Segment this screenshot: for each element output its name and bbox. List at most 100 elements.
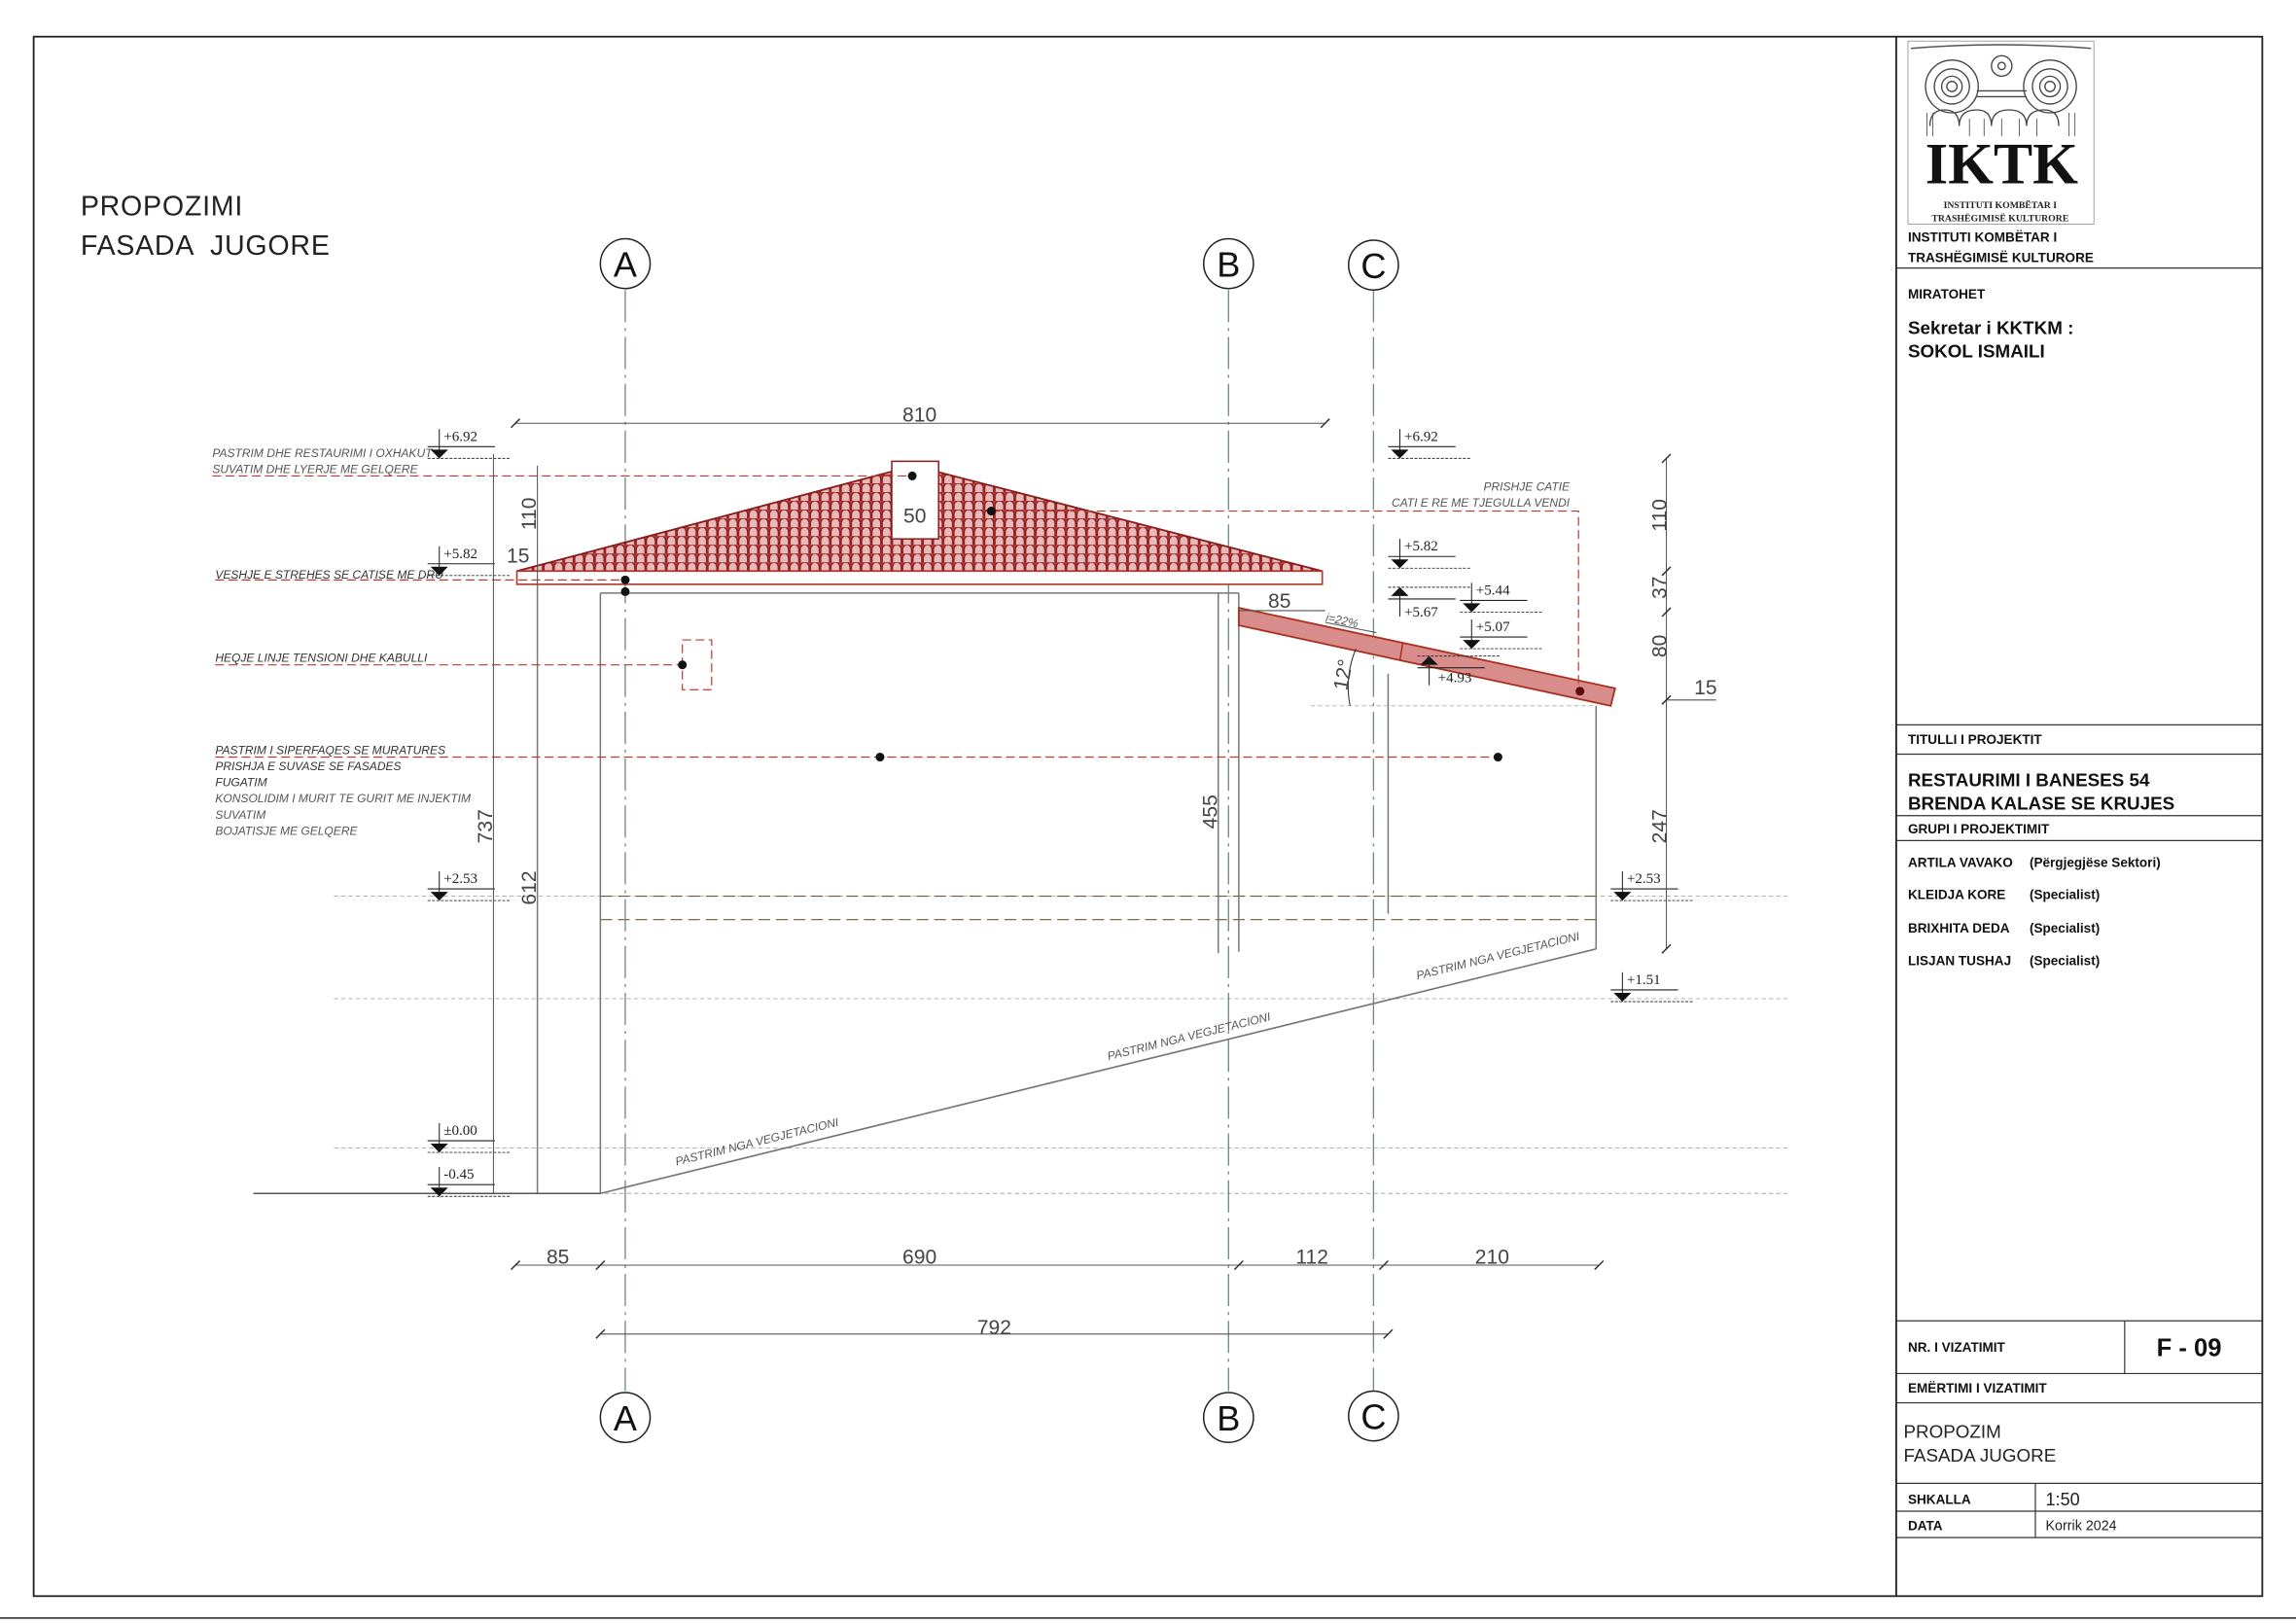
date-value: Korrik 2024 [2046,1519,2117,1535]
drawing-name-2: FASADA JUGORE [1903,1445,2056,1465]
institute-name-2: TRASHËGIMISË KULTURORE [1908,251,2094,265]
approved-label: MIRATOHET [1908,287,1986,301]
note-cable: HEQJE LINJE TENSIONI DHE KABULLI [215,652,428,665]
team-member-role: (Përgjegjëse Sektori) [2030,855,2161,869]
title-block: IKTK INSTITUTI KOMBËTAR I TRASHËGIMISË K… [1895,36,2263,1597]
axis-bubble-b-bottom: B [1202,1392,1254,1443]
institute-name-1: INSTITUTI KOMBËTAR I [1908,230,2057,245]
level-marker: +2.53 [426,870,511,901]
reference-lines [253,705,1790,1194]
dim-37-right: 37 [1649,576,1672,598]
note-roof-1: PRISHJE CATIE [1483,479,1571,493]
dimension-lines [492,422,1716,1335]
svg-text:B: B [1217,1398,1240,1438]
level-marker: +6.92 [426,428,511,460]
svg-text:A: A [614,1398,638,1438]
dim-angle: 12° [1330,657,1358,691]
dimension-ticks [510,418,1672,1339]
team-member-name: ARTILA VAVAKO [1908,855,2013,869]
axis-bubble-a-bottom: A [599,1392,652,1443]
note-wall-2: PRISHJA E SUVASE SE FASADES [215,759,401,773]
drawing-number: F - 09 [2157,1334,2222,1361]
note-wall-3: FUGATIM [215,776,267,790]
level-marker: +1.51 [1609,971,1694,1003]
dim-15-left: 15 [507,545,529,567]
axis-bubble-a-top: A [599,237,652,290]
svg-text:+6.92: +6.92 [443,429,477,444]
svg-text:A: A [614,245,638,285]
team-label: GRUPI I PROJEKTIMIT [1908,822,2050,836]
level-marker: +4.93 [1416,654,1501,687]
dim-247-right: 247 [1649,809,1672,843]
svg-text:+5.67: +5.67 [1404,605,1438,620]
dim-110-right: 110 [1649,499,1672,532]
team-member-name: BRIXHITA DEDA [1908,921,2010,936]
slope-arrow [1325,621,1377,634]
dim-810: 810 [902,405,936,427]
drawing-number-label: NR. I VIZATIMIT [1908,1340,2006,1355]
level-marker: -0.45 [426,1166,511,1198]
svg-text:+1.51: +1.51 [1627,972,1661,988]
dim-slope: i=22% [1325,611,1360,631]
level-marker: +6.92 [1387,428,1471,460]
svg-text:C: C [1360,1397,1386,1437]
svg-text:+5.82: +5.82 [443,547,477,562]
shed-roof-joint [1398,642,1404,661]
team-member-role: (Specialist) [2030,921,2100,936]
axis-bubble-c-top: C [1348,239,1399,291]
dim-85-shed: 85 [1268,590,1290,613]
note-roof-2: CATI E RE ME TJEGULLA VENDI [1392,496,1571,510]
dim-80-right: 80 [1649,635,1672,657]
project-title-1: RESTAURIMI I BANESES 54 [1908,770,2150,791]
svg-text:±0.00: ±0.00 [443,1123,477,1139]
svg-text:+6.92: +6.92 [1404,429,1438,444]
ground-profile [600,947,1597,1195]
level-marker: +5.67 [1387,586,1471,620]
shed-roof [1237,606,1616,707]
dim-bottom-85: 85 [547,1247,569,1269]
axis-bubble-c-bottom: C [1348,1390,1399,1442]
note-wall-4: KONSOLIDIM I MURIT TE GURIT ME INJEKTIM [215,792,472,805]
project-title-2: BRENDA KALASE SE KRUJES [1908,794,2174,814]
dim-737: 737 [475,809,497,843]
drawing-name-label: EMËRTIMI I VIZATIMIT [1908,1381,2047,1395]
angle-arc [1347,648,1357,706]
drawing-title-line2: FASADA JUGORE [81,230,331,262]
svg-text:+2.53: +2.53 [1627,871,1661,887]
dim-bottom-112: 112 [1295,1247,1328,1269]
svg-text:+5.44: +5.44 [1476,583,1510,598]
level-marker: ±0.00 [426,1122,511,1153]
grid-axis-lines [624,290,1375,1392]
project-title-label: TITULLI I PROJEKTIT [1908,732,2042,747]
scale-label: SHKALLA [1908,1492,1971,1506]
note-chimney-1: PASTRIM DHE RESTAURIMI I OXHAKUT [212,446,434,460]
svg-text:+2.53: +2.53 [443,871,477,887]
dim-15-right: 15 [1694,677,1716,699]
dim-bottom-792: 792 [977,1317,1011,1339]
svg-text:B: B [1217,245,1240,285]
level-marker: +2.53 [1609,870,1694,901]
svg-text:TRASHËGIMISË KULTURORE: TRASHËGIMISË KULTURORE [1931,211,2068,224]
vegetation-label-1: PASTRIM NGA VEGJETACIONI [674,1115,840,1169]
approver-line-1: Sekretar i KKTKM : [1908,317,2073,337]
roof-eave-board [515,570,1324,585]
svg-text:IKTK: IKTK [1925,131,2078,196]
iktk-logo: IKTK INSTITUTI KOMBËTAR I TRASHËGIMISË K… [1907,40,2095,225]
level-marker: +5.82 [426,545,511,577]
sheet-border [32,35,2264,1598]
note-wall-1: PASTRIM I SIPERFAQES SE MURATURES [215,744,445,758]
dim-50: 50 [903,506,926,528]
level-marker: +5.07 [1459,618,1543,650]
axis-bubble-b-top: B [1202,237,1254,290]
team-member-role: (Specialist) [2030,888,2100,902]
date-label: DATA [1908,1519,1943,1534]
level-marker: +5.44 [1459,582,1543,614]
team-member-role: (Specialist) [2030,953,2100,968]
approver-line-2: SOKOL ISMAILI [1908,340,2045,361]
dim-612: 612 [518,870,541,904]
team-member-name: LISJAN TUSHAJ [1908,953,2011,968]
annotation-leaders [212,475,1579,759]
drawing-name-1: PROPOZIM [1903,1422,2000,1442]
svg-text:-0.45: -0.45 [443,1167,474,1183]
